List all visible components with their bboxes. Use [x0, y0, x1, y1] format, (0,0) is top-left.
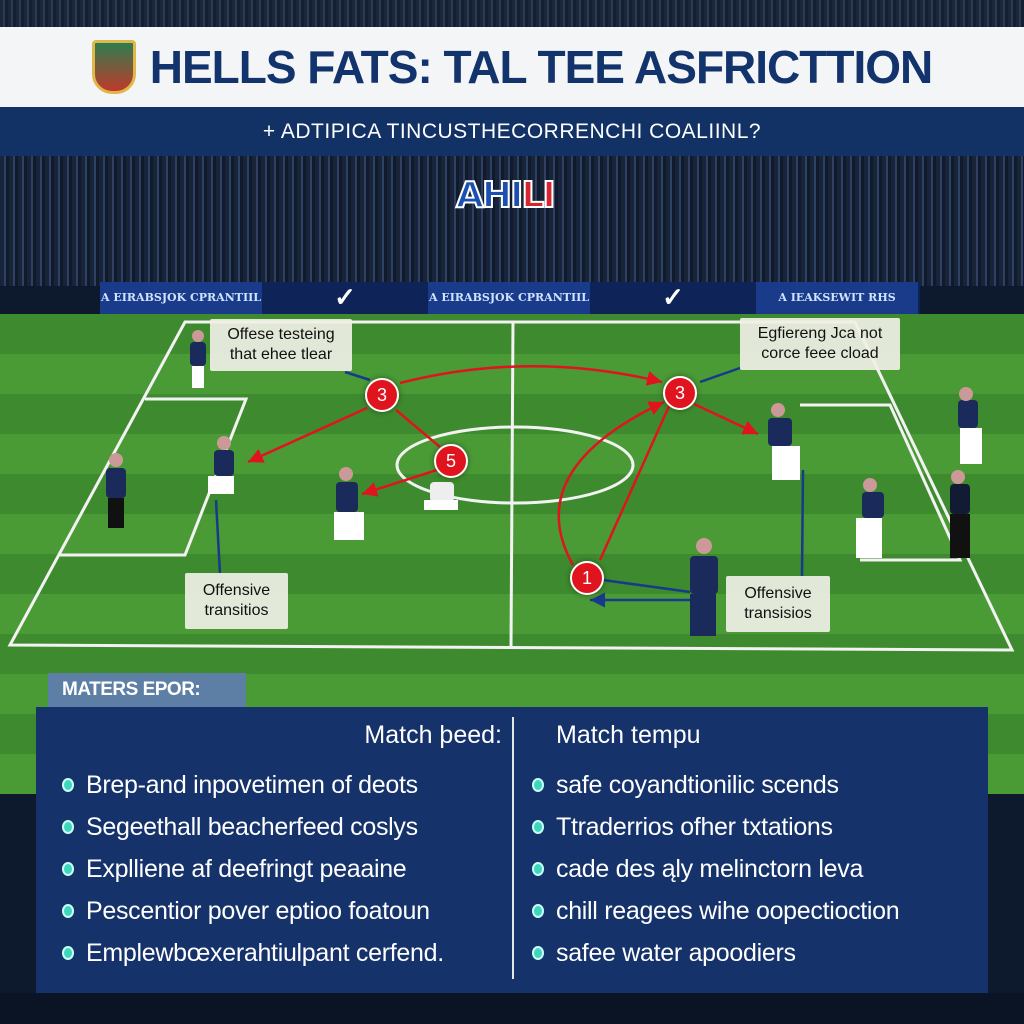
stadium-crowd-top — [0, 0, 1024, 30]
callout-line: Offensive — [202, 582, 271, 599]
list-item: chill reagees wihe oopectioction — [532, 890, 972, 932]
position-marker: 1 — [570, 561, 604, 595]
player — [106, 453, 126, 528]
list-item-text: Brep-and inpovetimen of deots — [86, 770, 418, 799]
logo-main: AHI — [455, 174, 524, 217]
player — [334, 467, 364, 540]
bullet-icon — [532, 778, 544, 792]
bullet-icon — [62, 946, 74, 960]
list-item: Pescentior pover eptioo foatoun — [62, 890, 502, 932]
list-item-text: Explliene af deefringt peaaine — [86, 854, 407, 883]
bullet-icon — [532, 946, 544, 960]
list-item: safee water apoodiers — [532, 932, 972, 974]
callout-bottom-right: Offensive transisios — [726, 576, 830, 632]
bullet-icon — [532, 904, 544, 918]
bullet-icon — [532, 820, 544, 834]
callout-line: Offensive — [744, 585, 812, 602]
player — [190, 330, 206, 388]
callout-line: Offese testeing — [227, 326, 335, 343]
position-marker: 3 — [365, 378, 399, 412]
bullet-icon — [62, 904, 74, 918]
list-item-text: Segeethall beacherfeed coslys — [86, 812, 418, 841]
stadium-crowd — [0, 156, 1024, 286]
list-item-text: safee water apoodiers — [556, 938, 796, 967]
advertising-boards: A EIRABSJOK CPRANTIIL ✓ A EIRABSJOK CPRA… — [100, 282, 920, 314]
list-item: cade des ąly melinctorn leva — [532, 848, 972, 890]
pitch-lines — [7, 320, 1015, 652]
list-item-text: cade des ąly melinctorn leva — [556, 854, 864, 883]
column-divider — [512, 717, 514, 979]
list-item-text: Ttraderrios ofher txtations — [556, 812, 833, 841]
callout-bottom-left: Offensive transitios — [185, 573, 288, 629]
list-item-text: Pescentior pover eptioo foatoun — [86, 896, 430, 925]
bullet-icon — [62, 820, 74, 834]
bullet-icon — [62, 862, 74, 876]
bullet-icon — [532, 862, 544, 876]
pass-arrows — [214, 365, 805, 608]
list-item: Explliene af deefringt peaaine — [62, 848, 502, 890]
panel-tag: MATERS EPOR: — [48, 673, 246, 707]
stadium-logo: AHILI — [455, 174, 557, 217]
callout-line: transitios — [204, 602, 269, 619]
column-heading: Match tempu — [556, 721, 701, 749]
callout-line: that ehee tlear — [229, 346, 333, 363]
list-item: safe coyandtionilic scends — [532, 764, 972, 806]
page-title: HELLS FATS: TAL TEE ASFRICTTION — [149, 41, 933, 93]
bottom-strip — [0, 993, 1024, 1024]
match-speed-column: Match þeed: Brep-and inpovetimen of deot… — [62, 721, 502, 974]
player — [856, 478, 884, 558]
subtitle: + ADTIPICA TINCUSTHECORRENCHI COALIINL? — [0, 107, 1024, 157]
player — [950, 470, 970, 558]
list-item: Ttraderrios ofher txtations — [532, 806, 972, 848]
player — [768, 403, 800, 480]
player — [424, 482, 458, 510]
club-crest-icon — [91, 40, 136, 94]
callout-line: corce feee cload — [761, 345, 879, 362]
callout-top-right: Egfiereng Jca not corce feee cload — [740, 318, 900, 370]
list-item-text: chill reagees wihe oopectioction — [556, 896, 900, 925]
title-bar: HELLS FATS: TAL TEE ASFRICTTION — [0, 27, 1024, 107]
swoosh-icon: ✓ — [592, 282, 756, 314]
logo-accent: LI — [520, 174, 556, 217]
match-report-panel: Match þeed: Brep-and inpovetimen of deot… — [36, 707, 988, 993]
player — [690, 538, 718, 636]
list-item: Segeethall beacherfeed coslys — [62, 806, 502, 848]
column-heading: Match þeed: — [364, 721, 502, 749]
player — [958, 387, 982, 464]
callout-line: transisios — [744, 605, 812, 622]
list-item: Brep-and inpovetimen of deots — [62, 764, 502, 806]
position-marker: 5 — [434, 444, 468, 478]
player — [208, 436, 234, 494]
callout-line: Egfiereng Jca not — [757, 325, 883, 342]
list-item: Emplewbœxerahtiulpant cerfend. — [62, 932, 502, 974]
match-tempo-column: Match tempu safe coyandtionilic scends T… — [532, 721, 972, 974]
callout-top-left: Offese testeing that ehee tlear — [210, 319, 352, 371]
list-item-text: Emplewbœxerahtiulpant cerfend. — [86, 938, 444, 967]
swoosh-icon: ✓ — [264, 282, 428, 314]
ad-board: A IEAKSEWIT RHS — [756, 282, 920, 314]
list-item-text: safe coyandtionilic scends — [556, 770, 839, 799]
ad-board: A EIRABSJOK CPRANTIIL — [428, 282, 592, 314]
bullet-icon — [62, 778, 74, 792]
ad-board: A EIRABSJOK CPRANTIIL — [100, 282, 264, 314]
position-marker: 3 — [663, 376, 697, 410]
players — [106, 330, 982, 636]
